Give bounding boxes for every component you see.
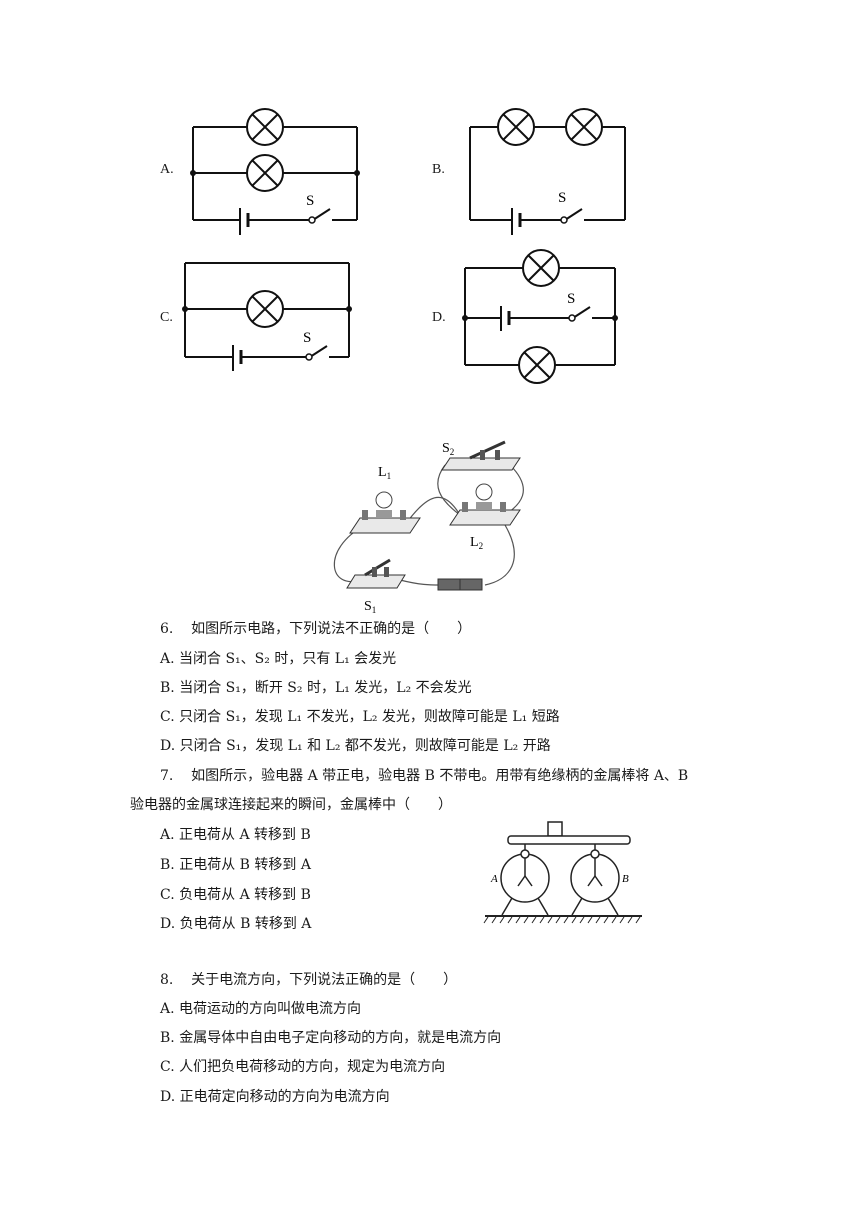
q8-option-b: B. 金属导体中自由电子定向移动的方向，就是电流方向: [160, 1030, 502, 1046]
q6-stem-line: 6. 如图所示电路，下列说法不正确的是（ ）: [160, 619, 471, 639]
q7-option-a: A. 正电荷从 A 转移到 B: [160, 827, 311, 843]
switch-label-d: S: [567, 291, 575, 307]
circuit-diagram-a: S: [190, 108, 360, 235]
switch-label-a: S: [306, 193, 314, 209]
q7-number: 7.: [160, 768, 174, 784]
q8-number: 8.: [160, 972, 174, 988]
q7-stem-line1: 7. 如图所示，验电器 A 带正电，验电器 B 不带电。用带有绝缘柄的金属棒将 …: [160, 766, 688, 786]
q8-option-d: D. 正电荷定向移动的方向为电流方向: [160, 1089, 390, 1105]
q7-stem-1: 如图所示，验电器 A 带正电，验电器 B 不带电。用带有绝缘柄的金属棒将 A、B: [191, 768, 689, 784]
label-l1: L1: [378, 465, 391, 481]
q6-option-b: B. 当闭合 S₁，断开 S₂ 时，L₁ 发光，L₂ 不会发光: [160, 680, 472, 696]
q6-option-d: D. 只闭合 S₁，发现 L₁ 和 L₂ 都不发光，则故障可能是 L₂ 开路: [160, 738, 551, 754]
switch-label-c: S: [303, 330, 311, 346]
label-s1: S1: [364, 599, 376, 615]
option-b-letter: B.: [432, 162, 445, 177]
q8-stem: 关于电流方向，下列说法正确的是（ ）: [191, 972, 458, 988]
electroscope-label-a: A: [490, 873, 498, 885]
label-l2: L2: [470, 535, 483, 551]
option-d-letter: D.: [432, 310, 446, 325]
circuit-diagram-c: S: [182, 262, 352, 371]
q6-number: 6.: [160, 621, 174, 637]
q8-option-c: C. 人们把负电荷移动的方向，规定为电流方向: [160, 1059, 446, 1075]
option-a-letter: A.: [160, 162, 174, 177]
switch-label-b: S: [558, 190, 566, 206]
q8-option-a: A. 电荷运动的方向叫做电流方向: [160, 1001, 362, 1017]
q7-option-b: B. 正电荷从 B 转移到 A: [160, 857, 311, 873]
q7-stem-line2: 验电器的金属球连接起来的瞬间，金属棒中（ ）: [130, 797, 452, 813]
physical-circuit-illustration: L1 L2 S2 S1: [333, 440, 524, 615]
q6-option-c: C. 只闭合 S₁，发现 L₁ 不发光，L₂ 发光，则故障可能是 L₁ 短路: [160, 709, 560, 725]
label-s2: S2: [442, 441, 454, 457]
option-c-letter: C.: [160, 310, 173, 325]
q8-stem-line: 8. 关于电流方向，下列说法正确的是（ ）: [160, 970, 457, 990]
q7-option-d: D. 负电荷从 B 转移到 A: [160, 916, 312, 932]
q7-option-c: C. 负电荷从 A 转移到 B: [160, 887, 311, 903]
electroscope-figure: A B: [483, 821, 642, 924]
circuit-diagram-b: S: [469, 108, 626, 235]
q6-stem: 如图所示电路，下列说法不正确的是（ ）: [191, 621, 472, 637]
q6-option-a: A. 当闭合 S₁、S₂ 时，只有 L₁ 会发光: [160, 651, 397, 667]
circuit-diagram-d: S: [462, 249, 618, 384]
electroscope-label-b: B: [622, 873, 629, 885]
